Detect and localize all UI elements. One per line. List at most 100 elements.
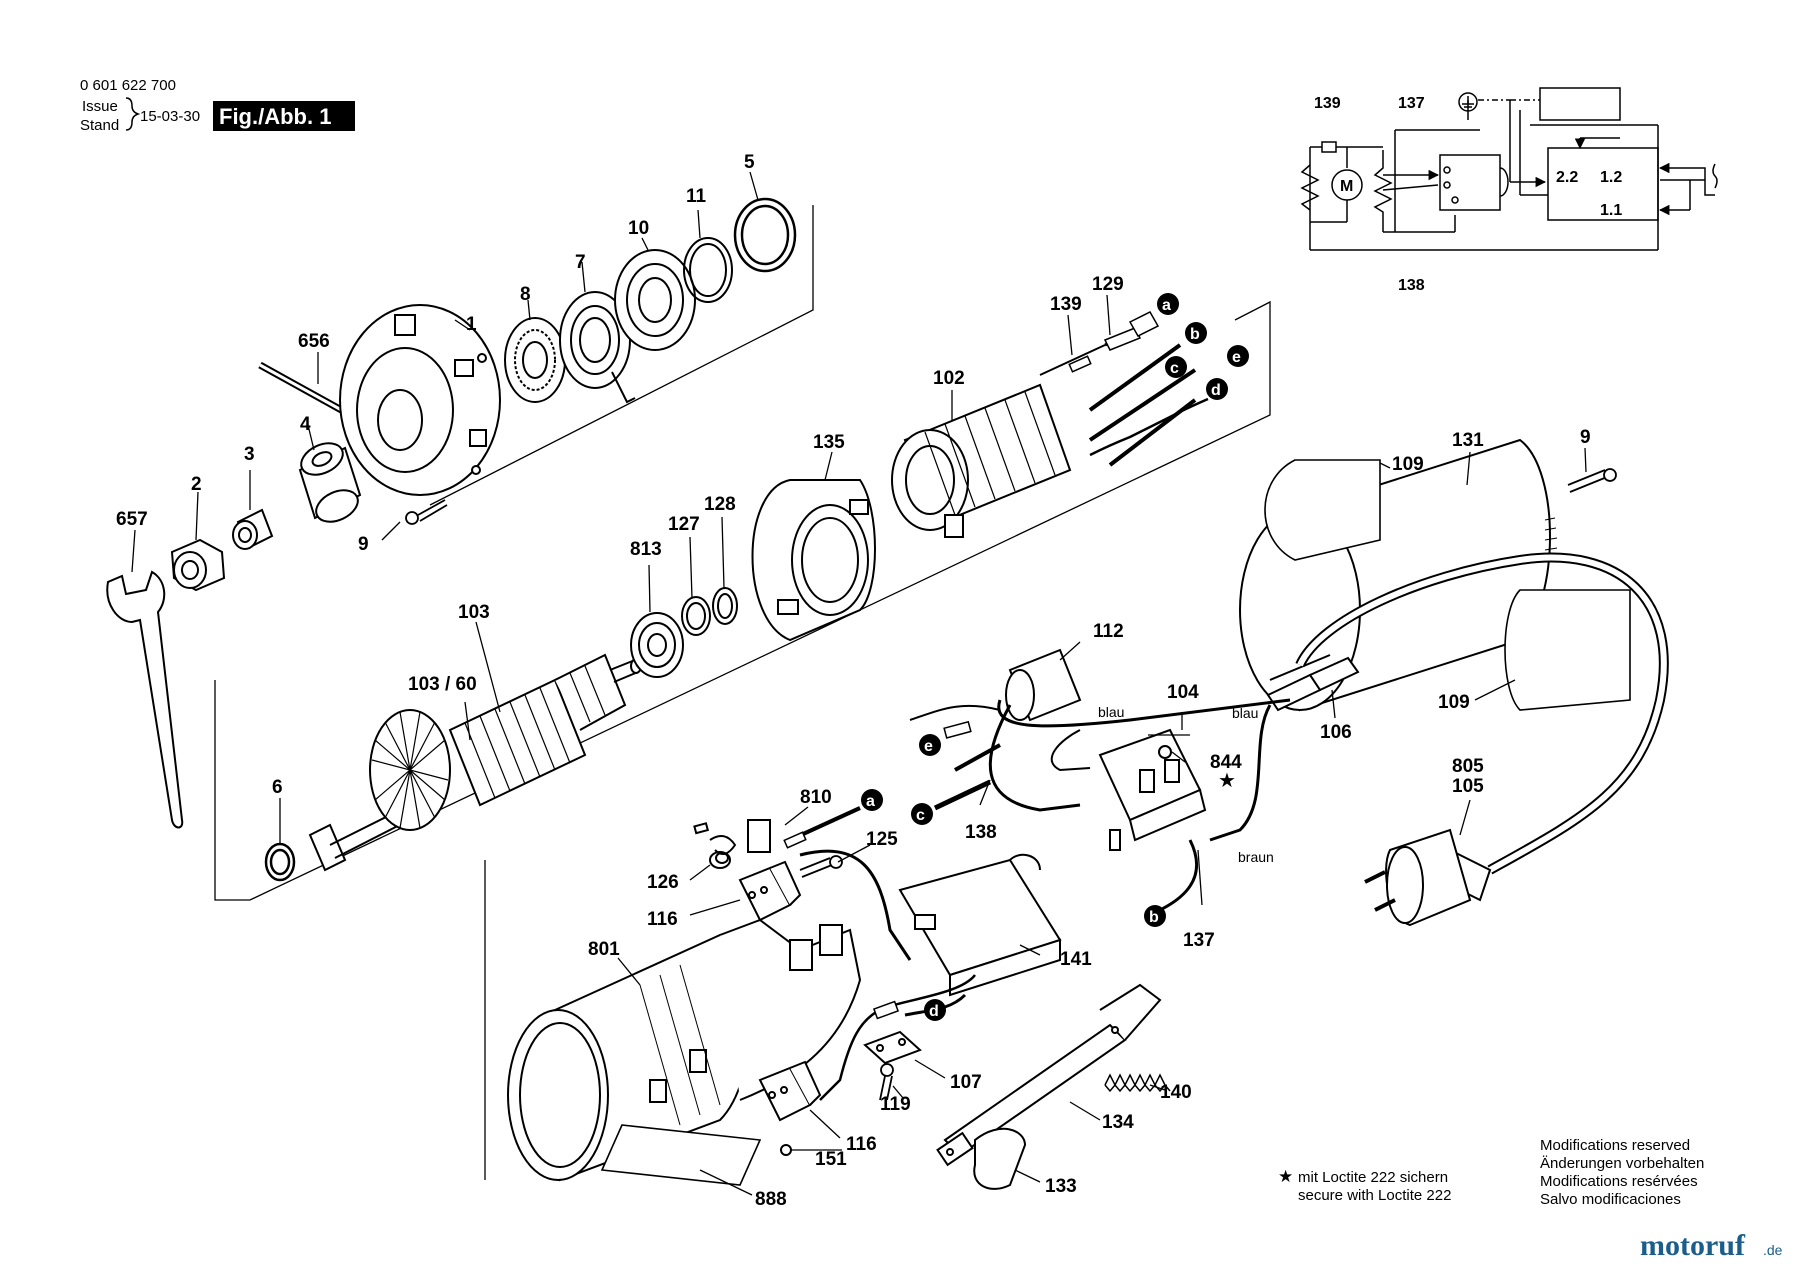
marker-c-mid-text: c	[916, 807, 925, 824]
brush-holder-116-bottom	[758, 1060, 822, 1122]
label-11: 11	[686, 186, 707, 207]
label-844: 844	[1210, 752, 1242, 773]
label-109-bottom: 109	[1438, 692, 1470, 713]
label-119: 119	[880, 1094, 911, 1115]
label-102: 102	[933, 368, 965, 389]
label-888: 888	[755, 1189, 787, 1210]
wire-color-labels: blau blau braun	[1098, 704, 1274, 865]
loctite-star-844: ★	[1218, 770, 1236, 792]
wire-label-blau-2: blau	[1232, 705, 1258, 721]
field-coil-102	[891, 383, 1072, 538]
label-107: 107	[950, 1072, 982, 1093]
label-9-front: 9	[358, 534, 369, 555]
label-137: 137	[1183, 930, 1215, 951]
label-138: 138	[965, 822, 997, 843]
figure-badge	[213, 101, 355, 131]
star-844: ★	[1218, 770, 1236, 792]
screw-119	[879, 1063, 894, 1101]
housing-801	[507, 918, 862, 1182]
clamp-107	[863, 1030, 922, 1065]
label-656: 656	[298, 331, 330, 352]
label-134: 134	[1102, 1112, 1134, 1133]
footnotes: ★ mit Loctite 222 sichern secure with Lo…	[1278, 1137, 1704, 1208]
screw-125	[799, 855, 843, 878]
schematic-labels: 139 137 138 M 2.2 1.2 1.1	[1314, 95, 1622, 294]
issue-brace	[125, 97, 141, 131]
nut-2	[170, 538, 226, 592]
label-805: 805	[1452, 756, 1484, 777]
marker-b-mid-text: b	[1149, 909, 1159, 926]
ring-6	[264, 842, 296, 882]
ring-11	[683, 237, 733, 303]
marker-a-mid: a	[861, 789, 883, 811]
label-104: 104	[1167, 682, 1199, 703]
label-109-top: 109	[1392, 454, 1424, 475]
issue-date: 15-03-30	[140, 108, 200, 125]
pin-656	[258, 361, 347, 416]
label-106: 106	[1320, 722, 1352, 743]
modifications-fr: Modifications resérvées	[1540, 1173, 1698, 1190]
schematic-label-137: 137	[1398, 95, 1425, 112]
loctite-note-de: mit Loctite 222 sichern	[1298, 1169, 1448, 1186]
wire-a2	[783, 806, 912, 961]
marker-a-mid-text: a	[866, 793, 875, 810]
slide-button-133	[973, 1127, 1027, 1190]
header: 0 601 622 700 Issue Stand 15-03-30 Fig./…	[80, 77, 355, 134]
connector-markers: a b c e d e c a b d	[861, 293, 1249, 1021]
leader-lines	[131, 171, 1587, 1196]
marker-d-mid-text: d	[929, 1003, 939, 1020]
marker-d-mid: d	[924, 999, 946, 1021]
label-116-top: 116	[647, 909, 678, 930]
wire-label-braun: braun	[1238, 849, 1274, 865]
label-3: 3	[244, 444, 255, 465]
label-5: 5	[744, 152, 755, 173]
marker-c-top-text: c	[1170, 360, 1179, 377]
sleeve-4	[298, 442, 362, 523]
label-657: 657	[116, 509, 148, 530]
armature-103	[308, 653, 642, 872]
label-125: 125	[866, 829, 898, 850]
label-103: 103	[458, 602, 490, 623]
plug-805	[1364, 828, 1492, 927]
label-813: 813	[630, 539, 662, 560]
label-116-bottom: 116	[846, 1134, 877, 1155]
group-frames	[214, 205, 1271, 1180]
collet-3	[232, 508, 274, 550]
label-7: 7	[575, 252, 586, 273]
label-135: 135	[813, 432, 845, 453]
field-wires	[1039, 311, 1209, 467]
issue-label: Issue	[82, 98, 118, 115]
marker-d-top: d	[1206, 378, 1228, 400]
label-129: 129	[1092, 274, 1124, 295]
spring-140	[1104, 1073, 1171, 1093]
label-133: 133	[1045, 1176, 1077, 1197]
stand-label: Stand	[80, 117, 119, 134]
air-guide-135	[751, 479, 876, 642]
spring-126	[709, 851, 731, 869]
schematic-terminal-1-2: 1.2	[1600, 169, 1622, 186]
wire-138	[933, 779, 992, 811]
bearing-flange-1	[339, 304, 501, 496]
marker-e-mid: e	[919, 734, 941, 756]
label-4: 4	[300, 414, 311, 435]
label-141: 141	[1060, 949, 1092, 970]
label-151: 151	[815, 1149, 847, 1170]
wiring-schematic	[1300, 87, 1718, 251]
label-888	[600, 1124, 762, 1186]
label-103-60: 103 / 60	[408, 674, 477, 695]
modifications-en: Modifications reserved	[1540, 1137, 1690, 1154]
watermark-brand: motoruf	[1640, 1229, 1746, 1262]
schematic-motor-symbol: M	[1340, 178, 1353, 195]
label-810: 810	[800, 787, 832, 808]
marker-a-top: a	[1157, 293, 1179, 315]
screw-9-front	[405, 499, 448, 525]
label-105: 105	[1452, 776, 1484, 797]
ball-151	[780, 1144, 792, 1156]
label-1: 1	[466, 314, 477, 335]
schematic-label-138: 138	[1398, 277, 1425, 294]
sleeve-109-top	[1264, 459, 1381, 561]
wire-d2	[819, 974, 976, 1101]
ring-128	[712, 587, 738, 625]
label-8: 8	[520, 284, 531, 305]
